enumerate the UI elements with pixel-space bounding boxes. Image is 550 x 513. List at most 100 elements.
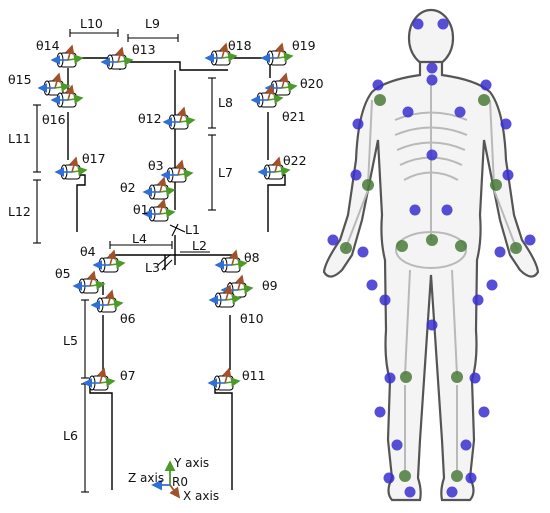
marker-blue xyxy=(426,62,438,74)
label-L11: L11 xyxy=(8,131,31,146)
marker-blue xyxy=(350,169,362,181)
marker-blue xyxy=(409,204,421,216)
reference-frame-legend: Y axis Z axis R0 X axis xyxy=(128,456,219,503)
label-L12: L12 xyxy=(8,204,31,219)
joint-18 xyxy=(204,42,238,66)
x-axis-arrow xyxy=(279,72,289,89)
joint-7 xyxy=(82,367,116,391)
joint-10 xyxy=(208,284,242,308)
marker-green xyxy=(510,242,522,254)
label-theta8: θ8 xyxy=(244,250,260,265)
marker-blue xyxy=(437,18,449,30)
x-axis-arrow xyxy=(272,156,282,173)
label-theta14: θ14 xyxy=(36,38,60,53)
x-axis-arrow xyxy=(157,176,167,193)
label-theta3: θ3 xyxy=(148,158,164,173)
label-L3: L3 xyxy=(145,260,160,275)
marker-blue xyxy=(441,204,453,216)
y-axis-label: Y axis xyxy=(173,456,209,470)
marker-blue xyxy=(472,294,484,306)
marker-blue xyxy=(465,472,477,484)
y-axis-arrow xyxy=(277,52,294,62)
x-axis-arrow xyxy=(229,249,239,266)
marker-blue xyxy=(372,79,384,91)
marker-blue xyxy=(446,486,458,498)
joint-labels: θ1 θ2 θ3 θ4 θ5 θ6 θ7 θ8 θ9 θ10 θ11 θ12 θ… xyxy=(8,38,324,383)
label-L4: L4 xyxy=(132,231,147,246)
joint-13 xyxy=(100,46,134,70)
marker-blue xyxy=(426,319,438,331)
label-theta2: θ2 xyxy=(120,180,136,195)
y-axis-arrow xyxy=(231,259,248,269)
joint-6 xyxy=(90,289,124,313)
label-theta20: θ20 xyxy=(300,76,324,91)
joint-2 xyxy=(142,176,176,200)
y-axis-arrow xyxy=(117,56,134,66)
x-axis-arrow xyxy=(219,42,229,59)
x-axis-arrow xyxy=(177,106,187,123)
length-labels: L1 L2 L3 L4 L5 L6 L7 L8 L9 L10 L11 L12 xyxy=(8,16,233,443)
joint-14 xyxy=(50,44,84,68)
marker-green xyxy=(396,240,408,252)
x-axis-arrow xyxy=(52,72,62,89)
label-theta22: θ22 xyxy=(283,153,307,168)
marker-green xyxy=(400,371,412,383)
label-theta7: θ7 xyxy=(120,368,136,383)
x-axis-arrow xyxy=(175,159,185,176)
marker-blue xyxy=(383,472,395,484)
marker-blue xyxy=(352,118,364,130)
motion-markers xyxy=(327,18,536,498)
marker-blue xyxy=(327,234,339,246)
label-theta19: θ19 xyxy=(292,38,316,53)
marker-blue xyxy=(357,246,369,258)
skeleton-hints xyxy=(344,85,518,470)
label-theta5: θ5 xyxy=(55,266,71,281)
y-axis-arrow xyxy=(267,94,284,104)
x-axis-arrow xyxy=(223,284,233,301)
joint-19 xyxy=(260,42,294,66)
x-axis-arrow xyxy=(65,84,75,101)
marker-blue xyxy=(404,486,416,498)
label-theta18: θ18 xyxy=(228,38,252,53)
label-L8: L8 xyxy=(218,95,233,110)
y-axis-arrow xyxy=(99,377,116,387)
joint-4 xyxy=(92,249,126,273)
joint-1 xyxy=(142,198,176,222)
label-theta9: θ9 xyxy=(262,278,278,293)
marker-blue xyxy=(391,439,403,451)
label-theta15: θ15 xyxy=(8,72,32,87)
joints xyxy=(37,42,298,391)
marker-green xyxy=(374,94,386,106)
marker-blue xyxy=(402,106,414,118)
marker-blue xyxy=(494,246,506,258)
x-axis-arrow xyxy=(265,84,275,101)
marker-blue xyxy=(478,406,490,418)
marker-green xyxy=(426,234,438,246)
marker-blue xyxy=(374,406,386,418)
joint-16 xyxy=(50,84,84,108)
y-axis-arrow xyxy=(274,166,291,176)
marker-blue xyxy=(412,18,424,30)
marker-blue xyxy=(480,79,492,91)
x-axis-arrow xyxy=(222,367,232,384)
y-axis-arrow xyxy=(89,280,106,290)
joint-5 xyxy=(72,270,106,294)
origin-label: R0 xyxy=(172,475,188,489)
marker-green xyxy=(490,179,502,191)
label-theta13: θ13 xyxy=(132,42,156,57)
y-axis-arrow xyxy=(224,377,241,387)
marker-green xyxy=(340,242,352,254)
joint-17 xyxy=(54,156,88,180)
label-L5: L5 xyxy=(63,333,78,348)
x-axis-arrow xyxy=(65,44,75,61)
marker-blue xyxy=(426,74,438,86)
marker-green xyxy=(478,94,490,106)
joint-3 xyxy=(160,159,194,183)
y-axis-arrow xyxy=(225,294,242,304)
marker-blue xyxy=(486,279,498,291)
label-theta10: θ10 xyxy=(240,311,264,326)
marker-blue xyxy=(366,279,378,291)
marker-blue xyxy=(384,372,396,384)
joint-8 xyxy=(214,249,248,273)
joint-12 xyxy=(162,106,196,130)
